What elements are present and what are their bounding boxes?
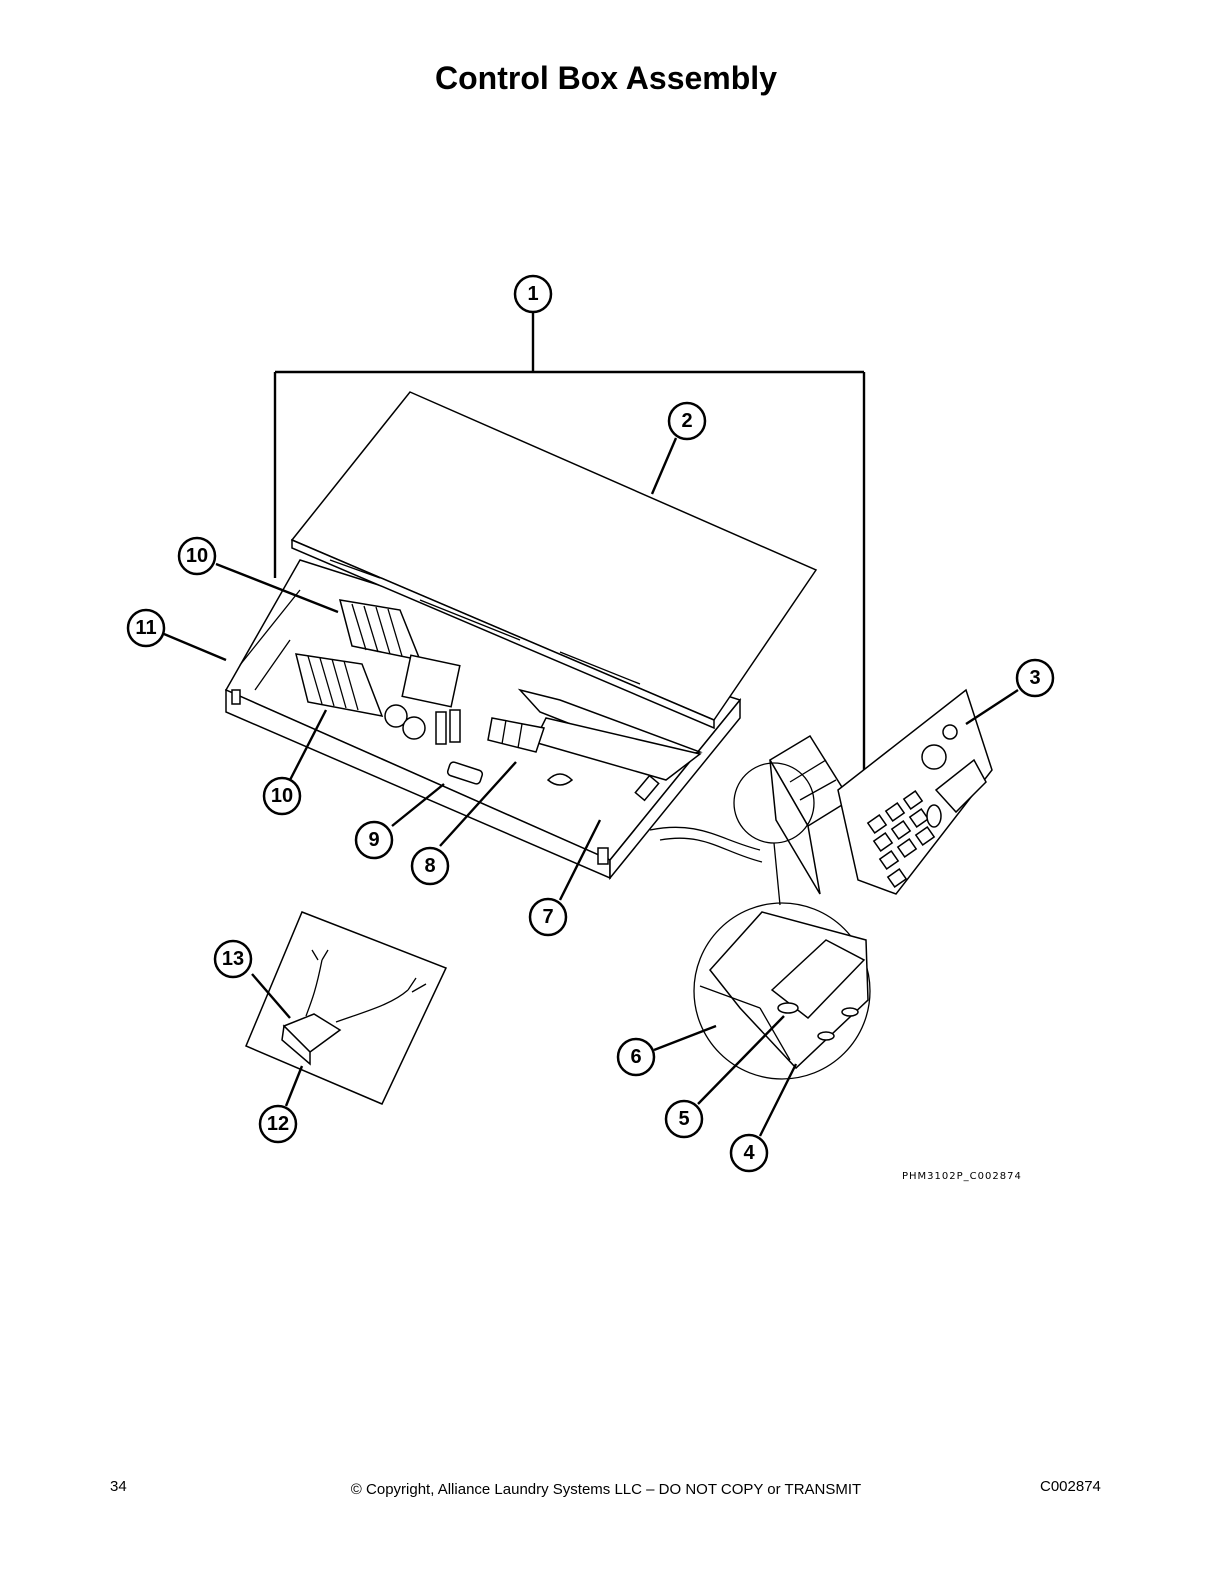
harness-inset bbox=[245, 911, 448, 1105]
svg-text:8: 8 bbox=[424, 855, 435, 877]
callout-6: 6 bbox=[616, 1037, 656, 1077]
svg-text:9: 9 bbox=[368, 829, 379, 851]
page-number: 34 bbox=[110, 1478, 127, 1495]
svg-text:11: 11 bbox=[135, 617, 156, 639]
svg-text:2: 2 bbox=[681, 410, 692, 432]
callout-1: 1 bbox=[513, 274, 553, 314]
ribbon-cable bbox=[649, 826, 763, 863]
callout-7: 7 bbox=[528, 897, 568, 937]
copyright-notice: © Copyright, Alliance Laundry Systems LL… bbox=[350, 1481, 862, 1498]
callout-13: 13 bbox=[213, 939, 253, 979]
callout-4: 4 bbox=[729, 1133, 769, 1173]
figure-code: PHM3102P_C002874 bbox=[902, 1171, 1022, 1182]
svg-text:6: 6 bbox=[630, 1046, 641, 1068]
svg-text:5: 5 bbox=[678, 1108, 689, 1130]
svg-text:1: 1 bbox=[527, 283, 538, 305]
keypad-overlay bbox=[837, 688, 993, 895]
svg-text:10: 10 bbox=[271, 785, 293, 807]
leader-lines bbox=[163, 437, 1019, 1137]
callout-9: 9 bbox=[354, 820, 394, 860]
relay-block-lower bbox=[294, 653, 384, 717]
callout-12: 12 bbox=[258, 1104, 298, 1144]
keypad-buttons bbox=[866, 790, 936, 888]
callout-5: 5 bbox=[664, 1099, 704, 1139]
assembly-bracket bbox=[273, 313, 866, 806]
svg-text:4: 4 bbox=[743, 1142, 755, 1164]
callout-10-upper: 10 bbox=[177, 536, 217, 576]
callout-2: 2 bbox=[667, 401, 707, 441]
page-title: Control Box Assembly bbox=[435, 60, 777, 96]
svg-text:13: 13 bbox=[222, 948, 244, 970]
board-components bbox=[384, 654, 703, 802]
relay-block-upper bbox=[338, 599, 422, 662]
svg-text:7: 7 bbox=[542, 906, 553, 928]
cover-panel bbox=[290, 391, 818, 730]
document-code: C002874 bbox=[1040, 1478, 1101, 1495]
callout-3: 3 bbox=[1015, 658, 1055, 698]
fuse-block bbox=[487, 717, 545, 753]
display-bracket bbox=[768, 734, 852, 895]
callout-8: 8 bbox=[410, 846, 450, 886]
callout-10-lower: 10 bbox=[262, 776, 302, 816]
detail-view bbox=[693, 902, 871, 1080]
svg-text:12: 12 bbox=[267, 1113, 289, 1135]
terminal-strip bbox=[446, 761, 484, 785]
detail-marker-circle bbox=[733, 762, 815, 906]
callout-11: 11 bbox=[126, 608, 166, 648]
svg-text:10: 10 bbox=[186, 545, 208, 567]
svg-text:3: 3 bbox=[1029, 667, 1040, 689]
